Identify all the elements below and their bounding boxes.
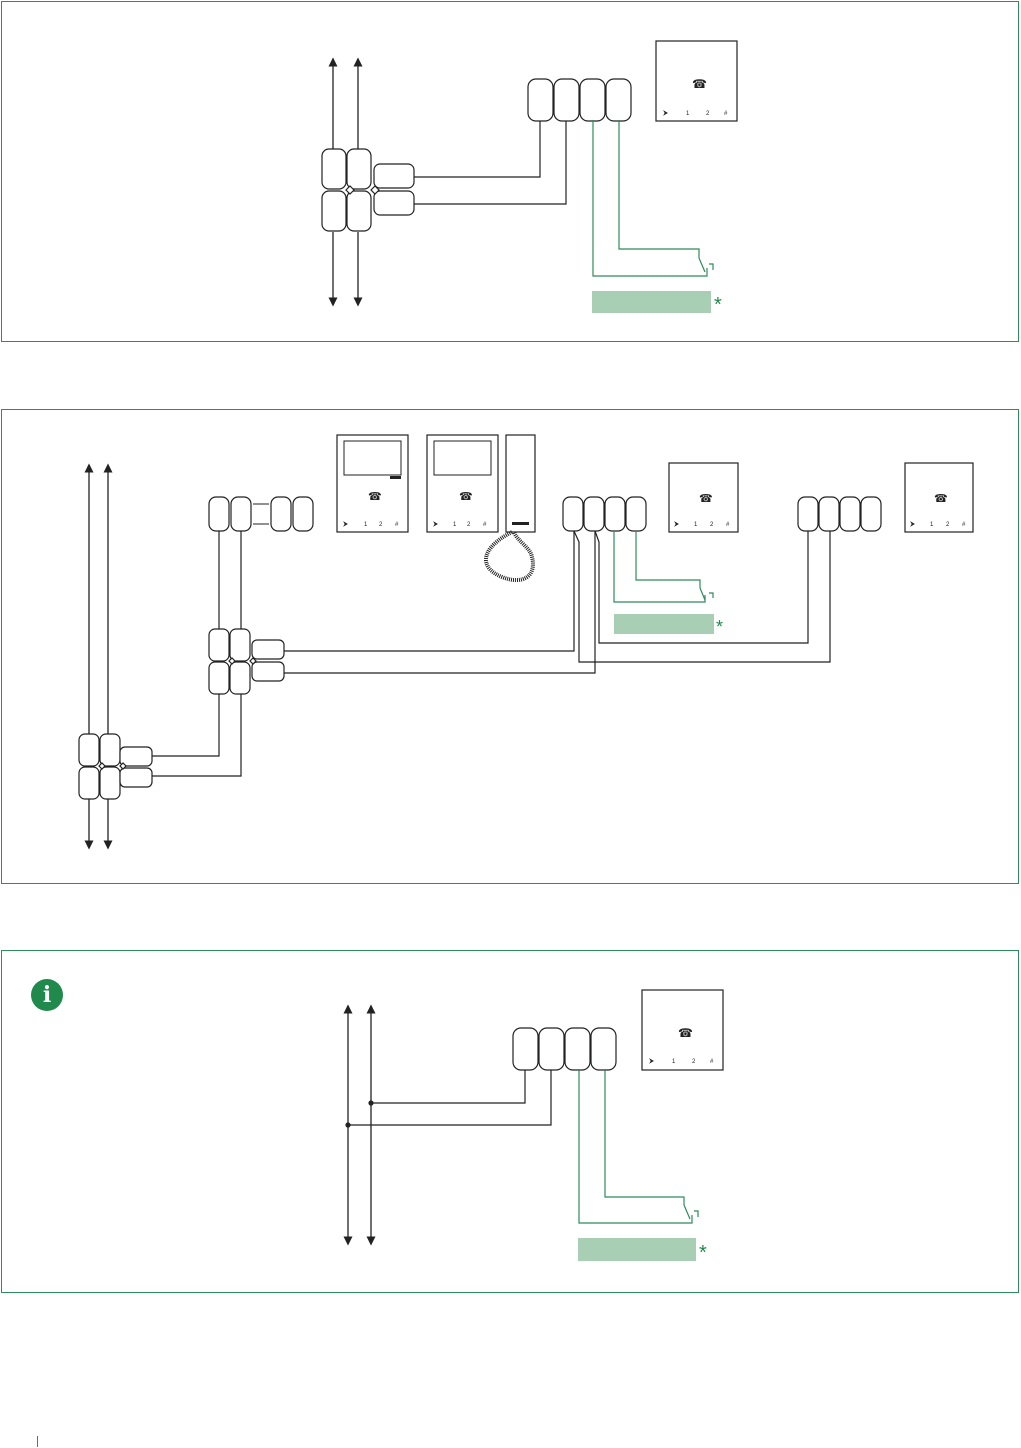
handset [505,434,536,533]
optional-accessory-bar [592,291,711,313]
monitor-unit: ☎ ⮞ 1 2 # [641,989,724,1071]
call-icon: ☎ [459,491,473,503]
keypad-label-2: 2 [706,111,710,117]
diagram-panel-1: * ☎ ⮞ 1 2 # [1,1,1019,342]
keypad-label-1: 1 [453,522,457,528]
optional-marker: * [716,617,723,637]
terminal-block-left [208,496,314,532]
handset-coiled-cord [484,530,535,583]
intercom-monitor-2: ☎ ⮞ 1 2 # [668,462,739,533]
doorbell-button-wires-3 [578,1069,699,1224]
call-icon: ☎ [678,1026,693,1040]
keypad-label-1: 1 [686,111,690,117]
optional-accessory-bar [578,1238,696,1261]
call-icon: ☎ [934,493,948,505]
keypad-label-1: 1 [672,1059,676,1065]
wiring-diagram-2: ☎ ⮞ 1 2 # ☎ ⮞ 1 2 # [78,434,974,850]
keypad-label-3: # [710,1059,714,1065]
keypad-label-3: # [724,111,728,117]
doorbell-button-wires-2 [613,531,714,603]
monitor-terminal-block [512,1027,617,1071]
keypad-label-2: 2 [710,522,714,528]
doorbell-button-wires [592,120,714,277]
keypad-label-3: # [726,522,730,528]
main-riser-bus [84,463,113,850]
bus-wires [414,120,567,205]
terminal-block-right [797,496,882,532]
diagram-panel-3: i * [1,950,1019,1293]
page-margin-mark [37,1436,38,1447]
optional-accessory-bar [614,614,714,634]
call-icon: ☎ [699,493,713,505]
monitor-unit: ☎ ⮞ 1 2 # [655,40,738,122]
keypad-label-2: 2 [379,522,383,528]
wiring-diagram-1: * ☎ ⮞ 1 2 # [321,40,738,316]
key-icon: ⮞ [649,1058,654,1065]
keypad-label-1: 1 [930,522,934,528]
intercom-monitor-3: ☎ ⮞ 1 2 # [904,462,974,533]
keypad-label-3: # [395,522,399,528]
video-monitor-1: ☎ ⮞ 1 2 # [336,434,409,533]
keypad-label-1: 1 [364,522,368,528]
keypad-label-3: # [483,522,487,528]
riser-distributor-lower [78,733,153,800]
call-icon: ☎ [692,77,707,91]
key-icon: ⮞ [674,521,679,528]
key-icon: ⮞ [343,521,348,528]
riser-distributor [321,148,415,232]
branch-wires [152,529,242,777]
keypad-label-3: # [962,522,966,528]
keypad-label-2: 2 [946,522,950,528]
key-icon: ⮞ [910,521,915,528]
middle-bus-wires [284,530,831,674]
riser-bus [328,57,363,307]
optional-marker: * [699,1242,707,1264]
optional-marker: * [714,294,722,316]
junction-dot [368,1100,374,1106]
info-icon: i [31,979,63,1011]
terminal-dash [253,503,269,525]
call-icon: ☎ [368,491,382,503]
terminal-block-middle [562,496,647,532]
monitor-terminal-block [527,78,632,122]
keypad-label-1: 1 [694,522,698,528]
key-icon: ⮞ [433,521,438,528]
riser-tap-wires [348,1069,552,1126]
keypad-label-2: 2 [692,1059,696,1065]
riser-distributor-upper [208,628,285,695]
keypad-label-2: 2 [467,522,471,528]
video-monitor-2-with-handset: ☎ ⮞ 1 2 # [426,434,536,583]
diagram-panel-2: ☎ ⮞ 1 2 # ☎ ⮞ 1 2 # [1,409,1019,884]
junction-dot [345,1122,351,1128]
key-icon: ⮞ [663,110,668,117]
wiring-diagram-3: * ☎ ⮞ 1 2 # [343,989,724,1264]
